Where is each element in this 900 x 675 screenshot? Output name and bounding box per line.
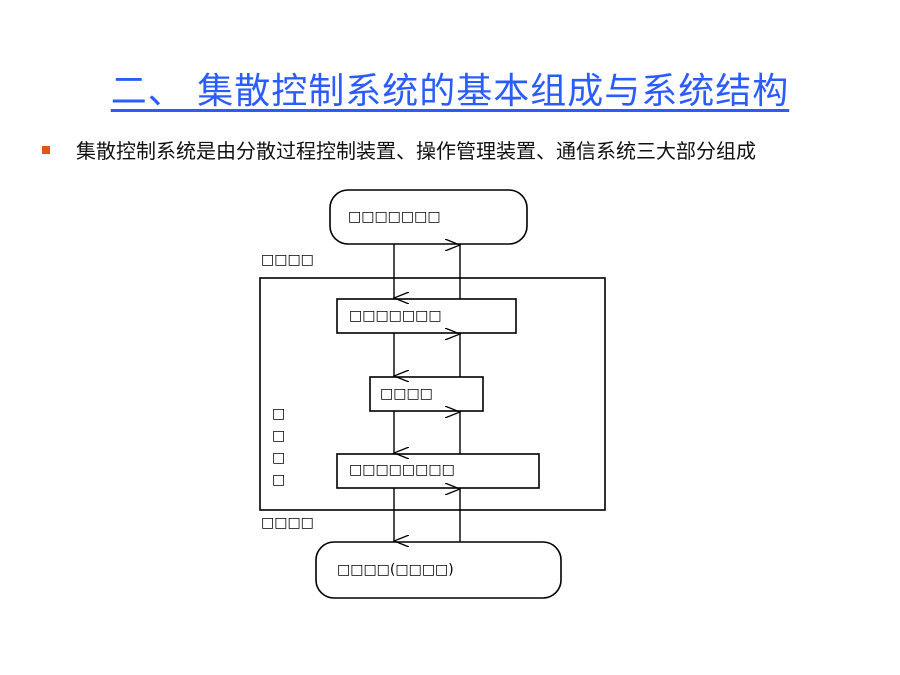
top-management-box [329,189,528,245]
bullet-square-icon [42,146,50,154]
bullet-item: 集散控制系统是由分散过程控制装置、操作管理装置、通信系统三大部分组成 [42,136,862,166]
lower-level-label: □□□□ [261,515,314,531]
level-three-box [336,453,540,489]
level-three-label: □□□□□□□□ [349,462,455,478]
level-two-box [369,376,484,412]
field-equipment-box [315,541,562,599]
level-one-label: □□□□□□□ [349,308,442,324]
level-one-box [336,298,517,334]
side-label-char-3: □ [272,450,285,466]
upper-level-label: □□□□ [261,252,314,268]
field-equipment-label: □□□□(□□□□) [337,562,454,578]
bullet-text: 集散控制系统是由分散过程控制装置、操作管理装置、通信系统三大部分组成 [76,139,756,163]
level-two-label: □□□□ [380,386,433,402]
control-system-container [259,277,606,511]
side-label-char-4: □ [272,472,285,488]
page-title: 二、 集散控制系统的基本组成与系统结构 [110,71,790,112]
side-label-char-2: □ [272,428,285,444]
side-label-char-1: □ [272,406,285,422]
top-management-label: □□□□□□□ [348,209,441,225]
